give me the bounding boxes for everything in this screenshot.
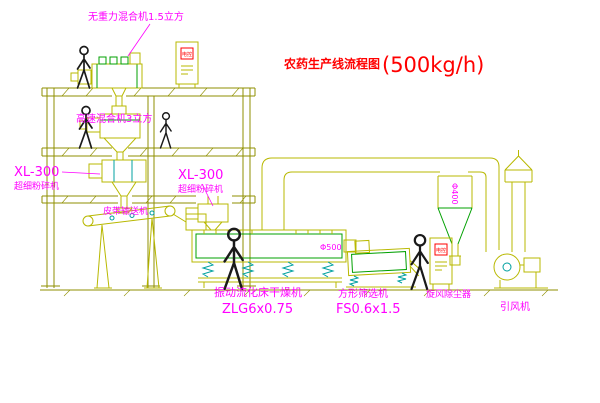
belt-conveyor: [82, 205, 187, 289]
ground-line: [40, 289, 558, 297]
label-dryer-name: 振动流化床干燥机: [214, 285, 302, 299]
crusher-left: [88, 159, 147, 214]
label-dust-collector: 旋风除尘器: [426, 288, 471, 300]
person-floor2-right: [159, 112, 172, 149]
person-ground-left: [223, 227, 244, 291]
control-cabinet-1: [175, 41, 199, 88]
gravity-mixer: [70, 52, 143, 106]
person-roof: [76, 45, 91, 89]
exhaust-duct: [261, 157, 500, 252]
label-crusher-left-model: XL-300: [14, 165, 59, 180]
label-belt-conveyor: 皮带输送机: [103, 205, 148, 217]
leader-lines: [61, 23, 214, 207]
label-high-speed-mixer: 高速混合机3立方: [76, 112, 152, 125]
control-cabinet-2: [429, 237, 453, 290]
label-duct-diameter: Φ400: [450, 183, 459, 205]
people-figures: [76, 45, 429, 291]
person-floor2-left: [78, 105, 93, 149]
label-crusher-left-name: 超细粉碎机: [14, 180, 59, 192]
label-dryer-model: ZLG6x0.75: [222, 302, 293, 317]
induced-draft-fan: [493, 253, 548, 289]
cabinet-2-badge: 电控: [436, 247, 446, 254]
exhaust-stack: [504, 150, 533, 252]
label-crusher-mid-model: XL-300: [178, 168, 223, 183]
label-sieve-model: FS0.6x1.5: [336, 302, 401, 317]
crusher-mid: [185, 196, 229, 231]
label-crusher-mid-name: 超细粉碎机: [178, 183, 223, 195]
diagram-title: 农药生产线流程图: [283, 56, 380, 71]
label-fan: 引风机: [500, 300, 530, 313]
label-sieve-name: 方形筛选机: [338, 287, 388, 300]
high-speed-mixer: [79, 105, 141, 160]
cabinet-1-badge: 电控: [182, 51, 192, 58]
label-gravity-mixer: 无重力混合机1.5立方: [88, 10, 184, 23]
square-sieve: [346, 239, 421, 277]
sieve-supports: [348, 272, 408, 287]
label-outlet-diameter: Φ500: [320, 243, 342, 252]
diagram-capacity: (500kg/h): [382, 53, 484, 77]
building-frame: [41, 87, 256, 291]
person-ground-right: [410, 233, 429, 291]
